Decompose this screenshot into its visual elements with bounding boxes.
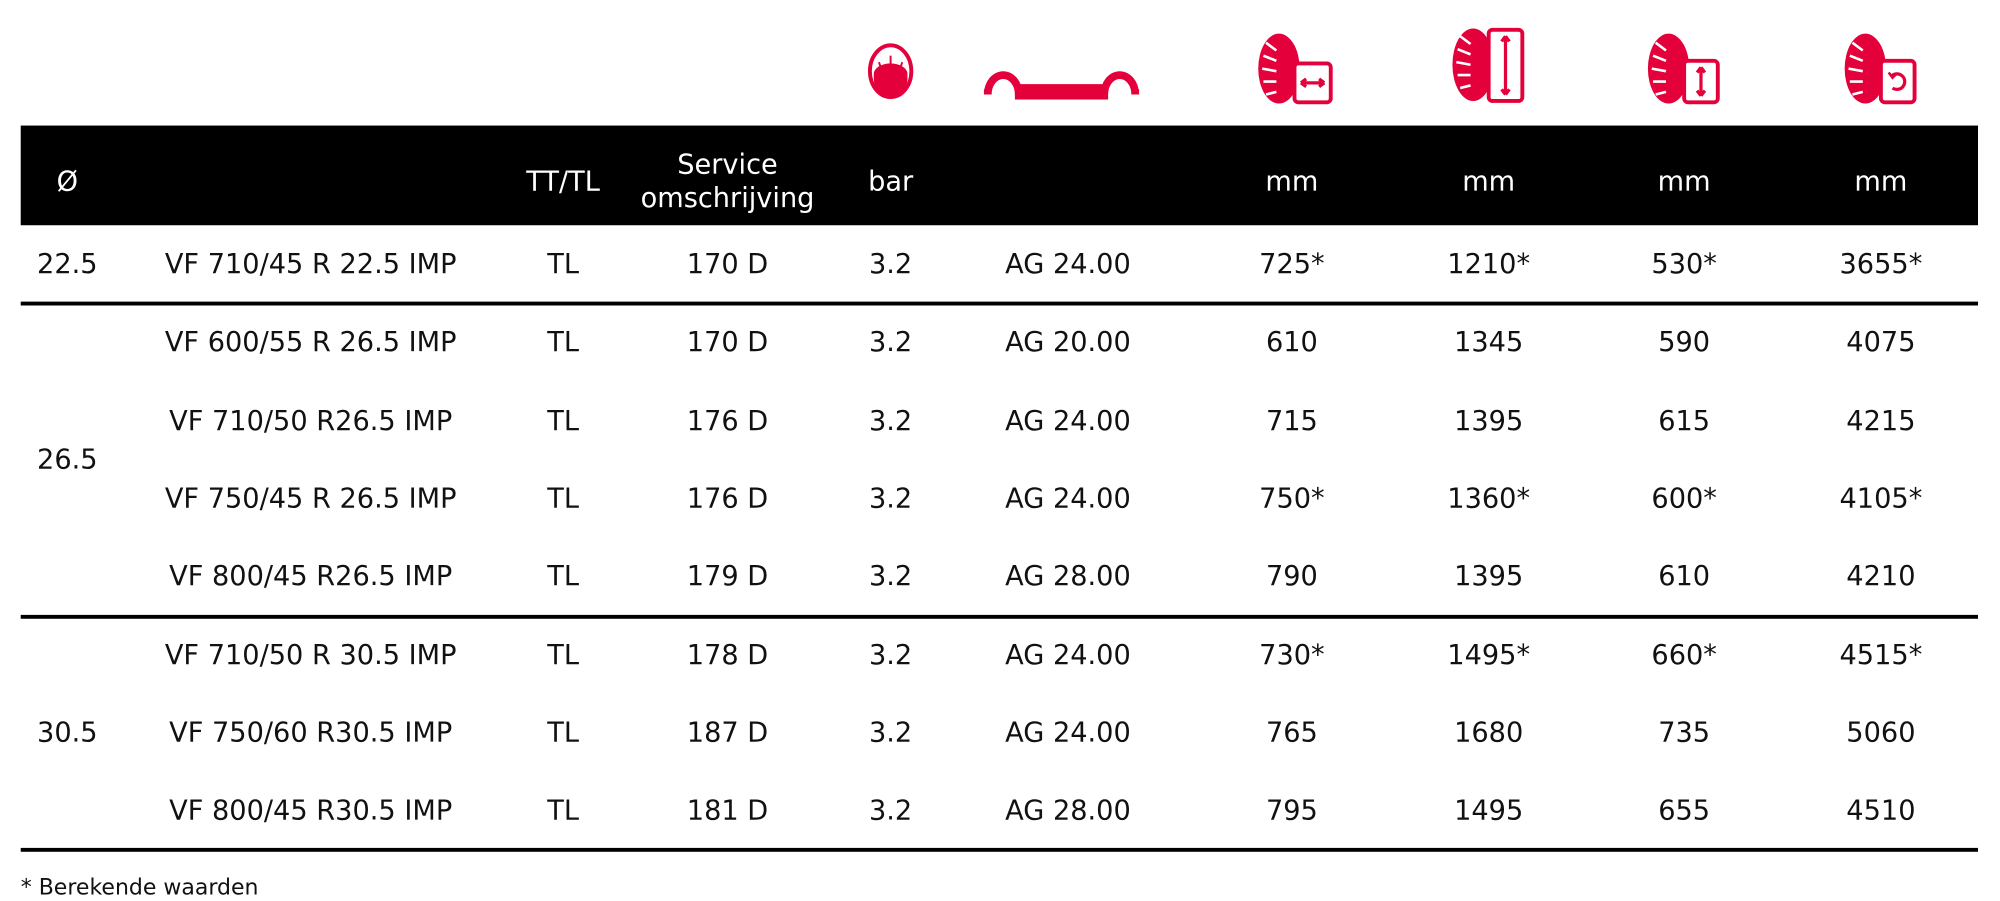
cell-tt-tl: TL [547,248,579,280]
cell-tyre-size: VF 710/45 R 22.5 IMP [164,248,457,280]
cell-rim: AG 24.00 [1005,717,1131,749]
cell-tt-tl: TL [547,560,579,593]
cell-circumference-mm: 4510 [1846,795,1916,827]
header-width-mm: mm [1265,165,1319,197]
cell-tyre-size: VF 750/60 R30.5 IMP [169,717,453,749]
cell-service-description: 181 D [686,795,769,827]
cell-static-radius-mm: 615 [1658,404,1711,436]
cell-tt-tl: TL [547,795,579,827]
cell-rim: AG 24.00 [1005,248,1131,280]
cell-rim: AG 28.00 [1005,795,1131,827]
cell-width-mm: 730* [1259,639,1325,671]
header-service-line1: Service [677,148,778,180]
cell-diameter-mm: 1395 [1454,560,1524,593]
cell-service-description: 179 D [686,560,769,593]
cell-width-mm: 725* [1259,248,1325,280]
rim-icon [983,71,1140,100]
cell-tyre-size: VF 750/45 R 26.5 IMP [164,482,457,514]
cell-tt-tl: TL [547,717,579,749]
rim-diameter-group: 30.5 [37,717,98,749]
cell-circumference-mm: 4075 [1846,326,1916,358]
cell-pressure-bar: 3.2 [868,560,913,593]
rim-diameter-group: 22.5 [37,248,98,280]
cell-diameter-mm: 1210* [1447,248,1531,280]
cell-diameter-mm: 1495 [1454,795,1524,827]
rim-diameter-group: 26.5 [37,443,98,475]
cell-pressure-bar: 3.2 [868,717,913,749]
group-divider [20,302,1978,306]
cell-rim: AG 24.00 [1005,639,1131,671]
cell-diameter-mm: 1345 [1454,326,1524,358]
header-bar: bar [868,165,914,197]
tyre-static-radius-icon [1647,33,1720,105]
cell-pressure-bar: 3.2 [868,404,913,436]
tyre-diameter-icon [1452,27,1525,103]
tyre-rolling-circumference-icon [1844,33,1917,105]
cell-service-description: 170 D [686,326,769,358]
cell-width-mm: 610 [1265,326,1318,358]
cell-width-mm: 715 [1265,404,1318,436]
cell-service-description: 170 D [686,248,769,280]
cell-pressure-bar: 3.2 [868,326,913,358]
cell-static-radius-mm: 530* [1651,248,1717,280]
cell-tt-tl: TL [547,639,579,671]
header-diameter-mm: mm [1462,165,1516,197]
cell-pressure-bar: 3.2 [868,639,913,671]
cell-static-radius-mm: 660* [1651,639,1717,671]
cell-width-mm: 795 [1265,795,1318,827]
cell-service-description: 187 D [686,717,769,749]
cell-static-radius-mm: 655 [1658,795,1711,827]
group-divider [20,848,1978,853]
cell-rim: AG 24.00 [1005,482,1131,514]
cell-rim: AG 20.00 [1005,326,1131,358]
cell-static-radius-mm: 600* [1651,482,1717,514]
cell-rim: AG 28.00 [1005,560,1131,593]
cell-circumference-mm: 4210 [1846,560,1916,593]
cell-circumference-mm: 3655* [1839,248,1923,280]
cell-tt-tl: TL [547,482,579,514]
cell-static-radius-mm: 590 [1658,326,1711,358]
tyre-width-icon [1258,33,1333,105]
cell-pressure-bar: 3.2 [868,482,913,514]
cell-tyre-size: VF 710/50 R26.5 IMP [169,404,453,436]
cell-pressure-bar: 3.2 [868,795,913,827]
cell-static-radius-mm: 735 [1658,717,1711,749]
cell-pressure-bar: 3.2 [868,248,913,280]
cell-service-description: 178 D [686,639,769,671]
cell-static-radius-mm: 610 [1658,560,1711,593]
cell-service-description: 176 D [686,404,769,436]
cell-circumference-mm: 4515* [1839,639,1923,671]
header-circumference-mm: mm [1854,165,1908,197]
header-diameter: Ø [56,165,79,197]
cell-diameter-mm: 1680 [1454,717,1524,749]
group-divider [20,614,1978,619]
cell-width-mm: 750* [1259,482,1325,514]
cell-tyre-size: VF 710/50 R 30.5 IMP [164,639,457,671]
cell-rim: AG 24.00 [1005,404,1131,436]
header-tt-tl: TT/TL [526,165,600,197]
pressure-gauge-icon [867,43,914,100]
cell-width-mm: 790 [1265,560,1318,593]
footnote: * Berekende waarden [20,875,259,901]
cell-diameter-mm: 1360* [1447,482,1531,514]
cell-diameter-mm: 1395 [1454,404,1524,436]
cell-tyre-size: VF 600/55 R 26.5 IMP [164,326,457,358]
cell-tt-tl: TL [547,326,579,358]
header-service-line2: omschrijving [640,182,815,214]
cell-circumference-mm: 5060 [1846,717,1916,749]
cell-diameter-mm: 1495* [1447,639,1531,671]
table-header [20,125,1978,226]
cell-service-description: 176 D [686,482,769,514]
cell-width-mm: 765 [1265,717,1318,749]
cell-circumference-mm: 4215 [1846,404,1916,436]
cell-tt-tl: TL [547,404,579,436]
cell-tyre-size: VF 800/45 R30.5 IMP [169,795,453,827]
cell-circumference-mm: 4105* [1839,482,1923,514]
header-static-radius-mm: mm [1657,165,1711,197]
cell-tyre-size: VF 800/45 R26.5 IMP [169,560,453,593]
